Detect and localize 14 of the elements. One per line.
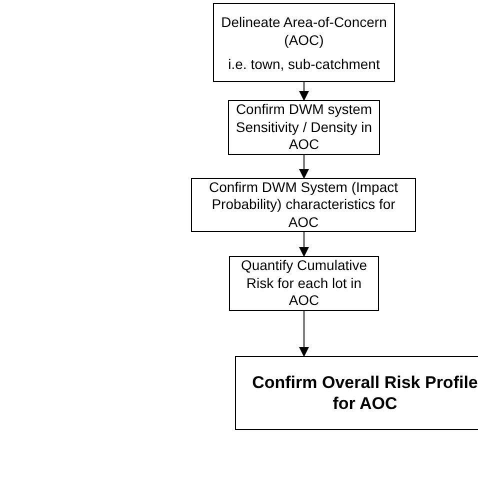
arrow: [299, 232, 309, 257]
box-text: Confirm Overall Risk Profile for AOC: [251, 372, 478, 414]
box-text: Confirm DWM System (Impact Probability) characteristics for AOC: [208, 178, 399, 232]
box-text: Confirm DWM system Sensitivity / Density in AOC: [235, 101, 373, 154]
box-text: Quantify Cumulative Risk for each lot in AOC: [240, 257, 368, 310]
arrow: [299, 82, 309, 101]
process-box: [213, 3, 395, 82]
box-text: i.e. town, sub-catchment: [228, 56, 380, 73]
process-box: [191, 178, 416, 232]
arrow: [299, 154, 309, 179]
process-box: [229, 256, 379, 311]
process-box: [235, 356, 478, 430]
arrow: [299, 310, 309, 357]
box-text: Delineate Area-of-Concern (AOC): [220, 14, 388, 49]
